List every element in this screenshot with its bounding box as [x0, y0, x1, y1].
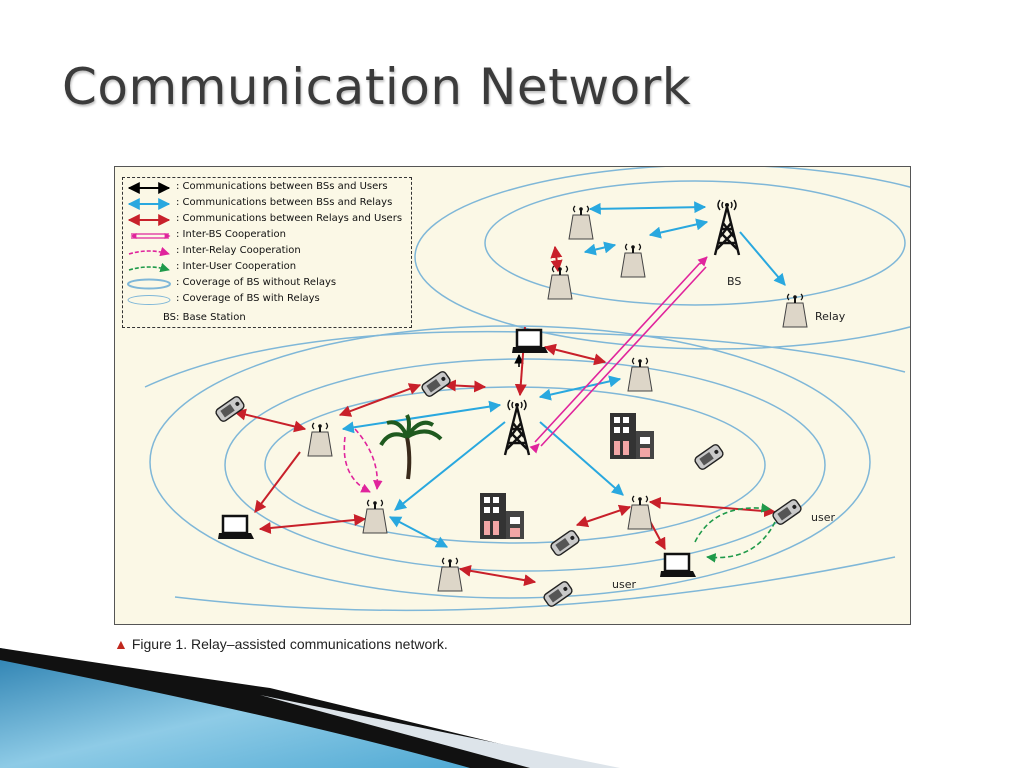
- relay-station-icon: [620, 243, 646, 278]
- legend-item: : Inter-Relay Cooperation: [123, 244, 411, 260]
- relay-station-icon: [362, 499, 388, 534]
- bs-label: BS: [727, 275, 742, 288]
- legend-symbol: [127, 198, 171, 210]
- inter-user-links: [694, 503, 776, 563]
- legend-footer: BS: Base Station: [163, 312, 246, 323]
- slide-decoration: [0, 648, 620, 768]
- legend-symbol: [127, 278, 171, 290]
- legend: : Communications between BSs and Users :…: [122, 177, 412, 328]
- network-diagram: [144, 167, 910, 612]
- legend-symbol: [128, 246, 170, 257]
- relay-user-links: [233, 245, 777, 587]
- caption-marker: ▲: [114, 636, 128, 652]
- mobile-phone-icon: [213, 394, 247, 424]
- inter-relay-links: [343, 428, 383, 493]
- legend-item: : Inter-BS Cooperation: [123, 228, 411, 244]
- legend-symbol: [130, 233, 171, 239]
- mobile-phone-icon: [692, 442, 726, 472]
- relay-station-icon: [547, 265, 573, 300]
- relay-label: Relay: [815, 310, 846, 323]
- legend-item: : Communications between BSs and Relays: [123, 196, 411, 212]
- inter-bs-link: [529, 256, 708, 454]
- relay-station-icon: [627, 357, 653, 392]
- building-icon: [480, 493, 524, 539]
- legend-item: : Communications between Relays and User…: [123, 212, 411, 228]
- legend-label: : Inter-Relay Cooperation: [176, 245, 301, 256]
- bs-relay-links: [341, 201, 786, 548]
- legend-label: : Communications between BSs and Users: [176, 181, 388, 192]
- legend-item: : Communications between BSs and Users: [123, 180, 411, 196]
- legend-label: : Communications between Relays and User…: [176, 213, 403, 224]
- legend-item: : Coverage of BS with Relays: [123, 292, 411, 308]
- relay-station-icon: [568, 205, 594, 240]
- user-label: user: [811, 511, 835, 524]
- base-station-tower-icon: [503, 398, 531, 457]
- laptop-icon: [510, 328, 550, 355]
- figure-caption: ▲Figure 1. Relay–assisted communications…: [114, 636, 448, 652]
- legend-symbol: [127, 182, 171, 194]
- mobile-phone-icon: [548, 528, 582, 558]
- legend-label: : Coverage of BS with Relays: [176, 293, 320, 304]
- legend-item: : Coverage of BS without Relays: [123, 276, 411, 292]
- legend-label: : Inter-User Cooperation: [176, 261, 297, 272]
- palm-tree-icon: [379, 414, 443, 480]
- user-label: user: [612, 578, 636, 591]
- network-figure: BS Relay user user : Communications betw…: [114, 166, 911, 625]
- relay-station-icon: [307, 422, 333, 457]
- legend-label: : Coverage of BS without Relays: [176, 277, 337, 288]
- mobile-phone-icon: [419, 369, 453, 399]
- legend-symbol: [127, 214, 171, 226]
- relay-station-icon: [627, 495, 653, 530]
- legend-label: : Communications between BSs and Relays: [176, 197, 393, 208]
- legend-symbol: [127, 295, 171, 305]
- base-station-tower-icon: [713, 198, 741, 257]
- laptop-icon: [658, 552, 698, 579]
- laptop-icon: [216, 514, 256, 541]
- slide-title: Communication Network: [62, 58, 692, 116]
- relay-station-icon: [437, 557, 463, 592]
- caption-text: Figure 1. Relay–assisted communications …: [131, 636, 448, 652]
- building-icon: [610, 413, 654, 459]
- legend-item: : Inter-User Cooperation: [123, 260, 411, 276]
- mobile-phone-icon: [770, 497, 804, 527]
- legend-symbol: [128, 262, 170, 273]
- legend-label: : Inter-BS Cooperation: [176, 229, 286, 240]
